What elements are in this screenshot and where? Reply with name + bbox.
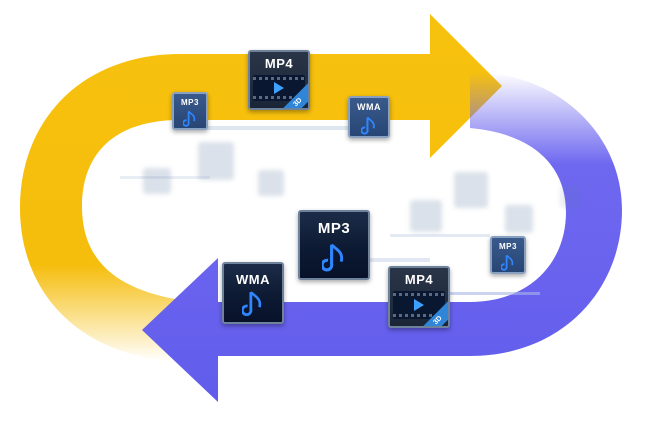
music-note-icon [361, 116, 375, 135]
blurred-file-icon [560, 186, 580, 208]
blurred-file-icon [258, 170, 284, 196]
format-label: WMA [236, 272, 270, 287]
music-note-icon [322, 243, 344, 272]
music-note-icon [242, 291, 262, 316]
mp3-file-icon: MP3 [298, 210, 370, 280]
mp4-file-icon: MP4 3D [388, 266, 450, 328]
music-note-icon [501, 254, 514, 271]
blurred-file-icon [410, 200, 442, 232]
blurred-file-icon [505, 205, 533, 233]
format-label: MP3 [181, 98, 199, 107]
play-icon [274, 82, 284, 94]
format-label: MP3 [317, 220, 351, 237]
format-label: MP4 [264, 56, 294, 71]
format-label: MP4 [404, 272, 434, 287]
wma-file-icon: WMA [222, 262, 284, 324]
play-icon [414, 299, 424, 311]
format-label: MP3 [499, 242, 517, 251]
blurred-file-icon [198, 142, 234, 180]
music-note-icon [183, 110, 196, 127]
blurred-file-icon [454, 172, 488, 208]
streak [420, 292, 540, 295]
wma-file-icon: WMA [348, 96, 390, 138]
blurred-file-icon [143, 168, 171, 194]
streak [390, 234, 490, 237]
streak [120, 176, 210, 179]
format-label: WMA [357, 102, 381, 112]
mp4-file-icon: MP4 3D [248, 50, 310, 110]
streak [200, 126, 350, 130]
mp3-file-icon: MP3 [172, 92, 208, 130]
mp3-file-icon: MP3 [490, 236, 526, 274]
